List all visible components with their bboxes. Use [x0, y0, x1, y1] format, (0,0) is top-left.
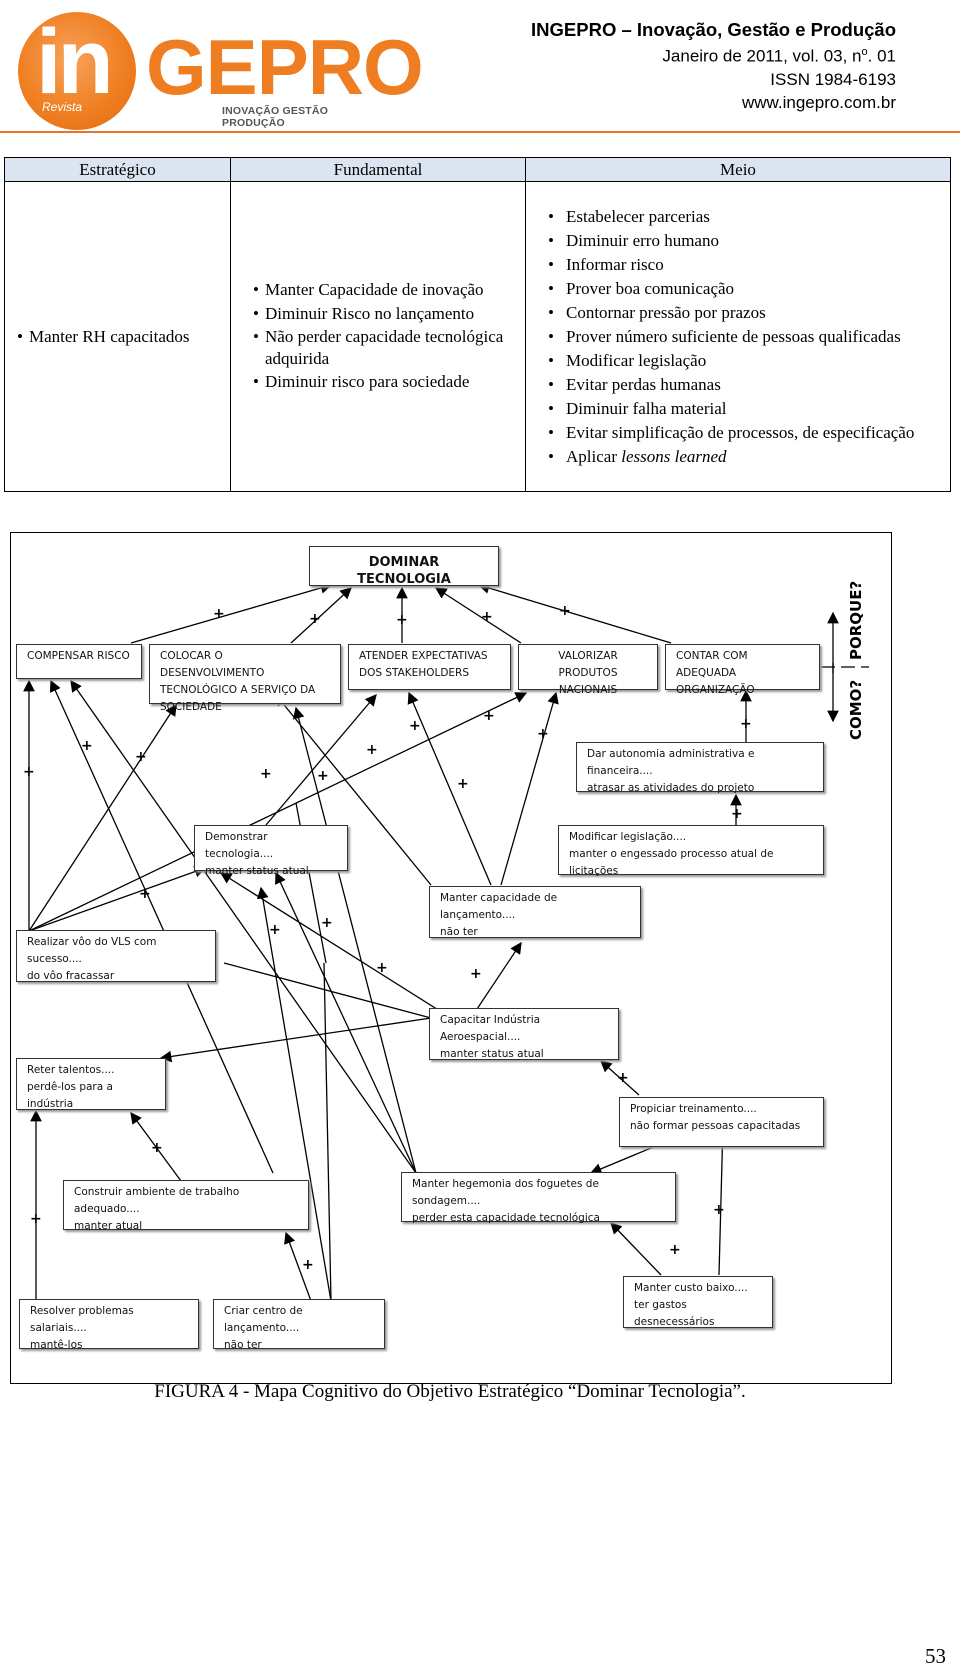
logo-circle [18, 12, 136, 130]
plus-sign: + [23, 764, 35, 780]
plus-sign: + [376, 960, 388, 976]
node-manter-hegemonia: Manter hegemonia dos foguetes de sondage… [401, 1172, 676, 1224]
plus-sign: + [366, 742, 378, 758]
node-manter-custo-baixo: Manter custo baixo....ter gastos desnece… [623, 1276, 773, 1328]
journal-info: INGEPRO – Inovação, Gestão e Produção Ja… [531, 18, 896, 114]
logo-in-text: in [36, 11, 114, 113]
list-item: Prover boa comunicação [548, 277, 942, 301]
plus-sign: + [470, 966, 482, 982]
node-dar-autonomia: Dar autonomia administrativa e financeir… [576, 742, 824, 794]
node-dominar-tecnologia: DOMINAR TECNOLOGIA [309, 546, 499, 587]
connector-lines [23, 582, 869, 1302]
list-item: Diminuir Risco no lançamento [253, 302, 519, 326]
plus-sign: + [731, 806, 743, 822]
journal-issn: ISSN 1984-6193 [770, 69, 896, 89]
node-manter-lancamento: Manter capacidade de lançamento....não t… [429, 886, 641, 938]
table-row: Manter RH capacitados Manter Capacidade … [4, 181, 951, 492]
list-item: Contornar pressão por prazos [548, 301, 942, 325]
journal-title: INGEPRO – Inovação, Gestão e Produção [531, 19, 896, 40]
list-item: Aplicar lessons learned [548, 445, 942, 469]
plus-sign: + [617, 1070, 629, 1086]
list-item: Evitar perdas humanas [548, 373, 942, 397]
list-item: Informar risco [548, 253, 942, 277]
list-item: Não perder capacidade tecnológica adquir… [253, 326, 519, 370]
plus-sign: + [30, 1211, 42, 1227]
header-rule [0, 131, 960, 133]
objectives-table: Estratégico Fundamental Meio Manter RH c… [4, 157, 951, 492]
journal-website[interactable]: www.ingepro.com.br [741, 92, 896, 112]
header-estrategico: Estratégico [4, 157, 231, 182]
table-header-row: Estratégico Fundamental Meio [4, 157, 951, 182]
node-criar-centro: Criar centro de lançamento....não ter [213, 1299, 385, 1351]
plus-sign: + [302, 1257, 314, 1273]
plus-sign: + [260, 766, 272, 782]
list-item: Diminuir falha material [548, 397, 942, 421]
logo-tagline: INOVAÇÃO GESTÃO PRODUÇÃO [222, 105, 329, 129]
cognitive-map: DOMINAR TECNOLOGIA COMPENSAR RISCO COLOC… [10, 532, 892, 1384]
page-number: 53 [925, 1644, 946, 1668]
plus-sign: + [713, 1202, 725, 1218]
plus-sign: + [81, 738, 93, 754]
node-compensar-risco: COMPENSAR RISCO [16, 644, 142, 679]
plus-sign: + [409, 718, 421, 734]
plus-sign: + [213, 606, 225, 622]
plus-sign: + [396, 612, 408, 628]
plus-sign: + [269, 922, 281, 938]
plus-sign: + [321, 915, 333, 931]
porque-label: PORQUE? [847, 580, 865, 660]
node-construir-ambiente: Construir ambiente de trabalho adequado.… [63, 1180, 309, 1232]
plus-sign: + [559, 603, 571, 619]
plus-sign: + [151, 1140, 163, 1156]
node-modificar-legislacao: Modificar legislação....manter o engessa… [558, 825, 824, 877]
node-reter-talentos: Reter talentos....perdê-los para a indús… [16, 1058, 166, 1110]
list-item: Evitar simplificação de processos, de es… [548, 421, 942, 445]
plus-sign: + [481, 609, 493, 625]
list-item: Manter Capacidade de inovação [253, 278, 519, 302]
plus-sign: + [309, 611, 321, 627]
plus-sign: + [740, 716, 752, 732]
plus-sign: + [537, 726, 549, 742]
node-capacitar-industria: Capacitar Indústria Aeroespacial....mant… [429, 1008, 619, 1060]
cell-meio: Estabelecer parcerias Diminuir erro huma… [525, 181, 951, 492]
node-demonstrar-tecnologia: Demonstrar tecnologia....manter status a… [194, 825, 348, 877]
journal-issue: Janeiro de 2011, vol. 03, no. 01 [662, 46, 896, 66]
cell-fundamental: Manter Capacidade de inovação Diminuir R… [230, 181, 526, 492]
list-item: Estabelecer parcerias [548, 205, 942, 229]
list-item: Modificar legislação [548, 349, 942, 373]
node-realizar-voo-vls: Realizar vôo do VLS com sucesso....do vô… [16, 930, 216, 982]
list-item: Manter RH capacitados [17, 325, 224, 349]
logo-revista-text: Revista [42, 100, 83, 114]
ingepro-logo: in GEPRO Revista INOVAÇÃO GESTÃO PRODUÇÃ… [14, 8, 424, 130]
cell-estrategico: Manter RH capacitados [4, 181, 231, 492]
plus-sign: + [483, 708, 495, 724]
plus-sign: + [135, 749, 147, 765]
logo-gepro-text: GEPRO [146, 23, 424, 111]
header-fundamental: Fundamental [230, 157, 526, 182]
list-item: Prover número suficiente de pessoas qual… [548, 325, 942, 349]
plus-sign: + [139, 886, 151, 902]
list-item: Diminuir risco para sociedade [253, 370, 519, 394]
node-propiciar-treinamento: Propiciar treinamento....não formar pess… [619, 1097, 824, 1147]
como-label: COMO? [847, 679, 865, 740]
node-resolver-salariais: Resolver problemas salariais....mantê-lo… [19, 1299, 199, 1351]
plus-sign: + [317, 768, 329, 784]
figure-caption: FIGURA 4 - Mapa Cognitivo do Objetivo Es… [154, 1381, 746, 1402]
plus-sign: + [669, 1242, 681, 1258]
header-meio: Meio [525, 157, 951, 182]
list-item: Diminuir erro humano [548, 229, 942, 253]
plus-sign: + [457, 776, 469, 792]
